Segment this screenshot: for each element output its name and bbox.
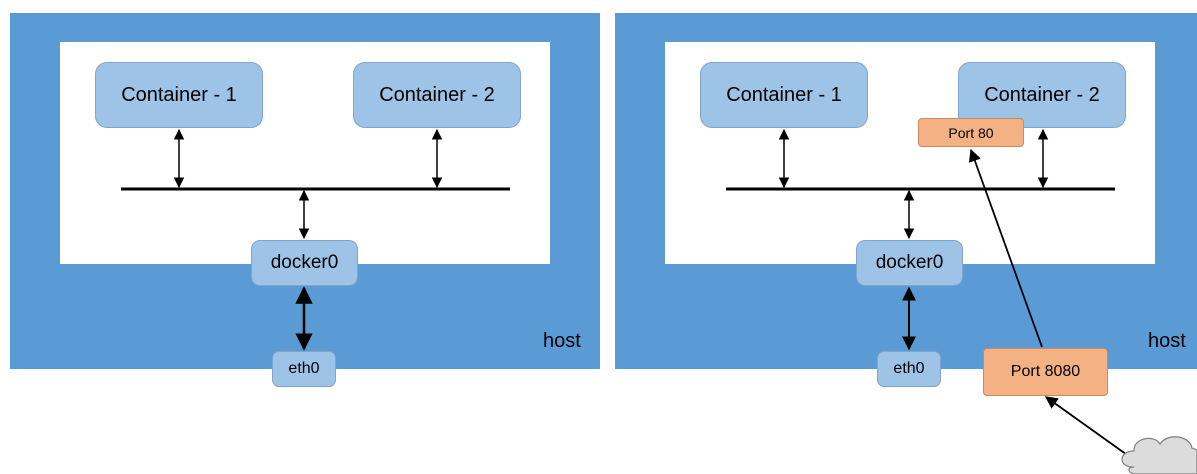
right-docker0-label: docker0: [875, 252, 944, 273]
container-port-80: Port 80: [918, 118, 1024, 147]
right-eth0-label: eth0: [893, 360, 925, 377]
host-port-label: Port 8080: [1010, 363, 1081, 380]
right-container-1-label: Container - 1: [726, 83, 842, 106]
left-eth0-interface: eth0: [272, 351, 336, 387]
host-port-8080: Port 8080: [983, 348, 1108, 396]
right-container-2: Container - 2: [958, 62, 1126, 128]
left-container-1-label: Container - 1: [121, 83, 237, 106]
left-eth0-label: eth0: [288, 360, 320, 377]
left-host-label: host: [543, 330, 581, 352]
left-container-2: Container - 2: [353, 62, 521, 128]
left-docker0-bridge: docker0: [251, 240, 358, 286]
right-container-2-label: Container - 2: [984, 83, 1100, 106]
cloud-icon: [1121, 436, 1197, 474]
left-container-1: Container - 1: [95, 62, 263, 128]
left-docker0-label: docker0: [270, 252, 339, 273]
cloud-to-port-8080-arrow: [1044, 396, 1138, 463]
right-host-label: host: [1148, 330, 1186, 352]
right-docker0-bridge: docker0: [856, 240, 963, 286]
right-container-1: Container - 1: [700, 62, 868, 128]
container-port-label: Port 80: [948, 124, 994, 141]
right-eth0-interface: eth0: [877, 351, 941, 387]
left-container-2-label: Container - 2: [379, 83, 495, 106]
port-8080-to-port-80-arrow: [968, 148, 1043, 348]
